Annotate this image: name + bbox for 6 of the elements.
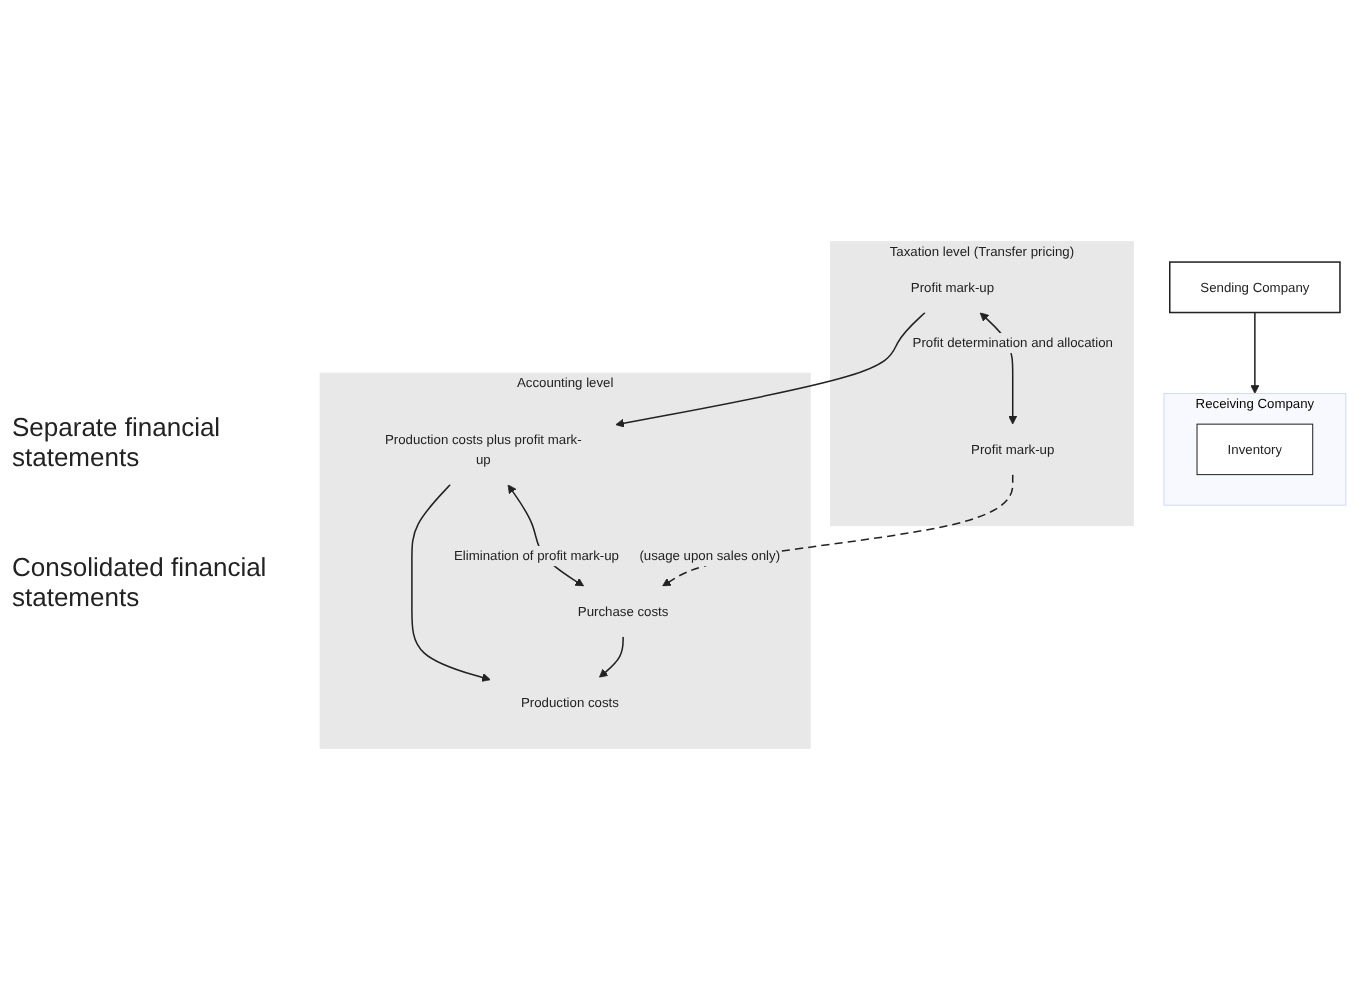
arrow <box>1250 311 1260 394</box>
arrow <box>411 483 491 682</box>
row-label: Separate financial statements <box>12 412 223 472</box>
row-label: Consolidated financial statements <box>12 552 269 612</box>
arrow <box>615 311 926 428</box>
arrow <box>598 635 624 678</box>
